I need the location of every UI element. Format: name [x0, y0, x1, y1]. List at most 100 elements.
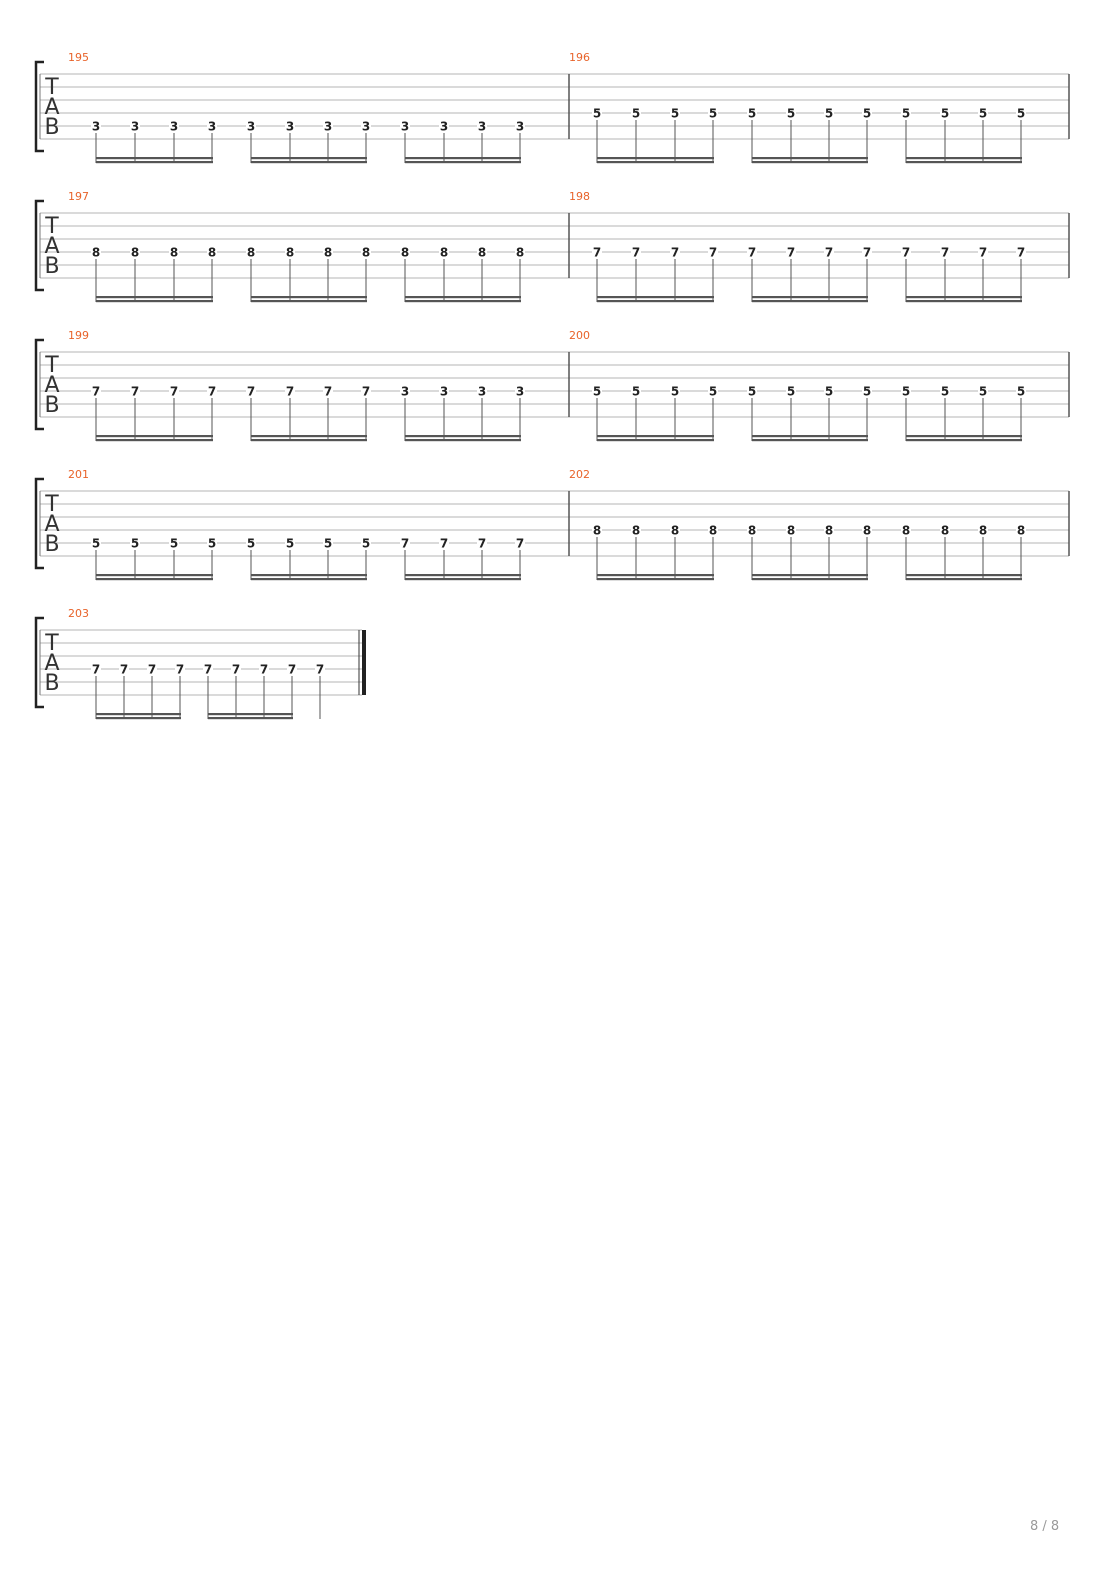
fret-number: 7 — [863, 246, 871, 260]
fret-backing — [361, 246, 371, 258]
fret-backing — [119, 663, 129, 675]
fret-backing — [631, 524, 641, 536]
tab-clef-letter: T — [44, 214, 59, 239]
fret-backing — [786, 524, 796, 536]
measure-number: 203 — [68, 607, 89, 620]
fret-number: 8 — [709, 524, 717, 538]
fret-backing — [940, 107, 950, 119]
fret-backing — [1016, 107, 1026, 119]
fret-backing — [978, 246, 988, 258]
fret-number: 7 — [1017, 246, 1025, 260]
fret-backing — [91, 120, 101, 132]
beam — [752, 161, 868, 164]
fret-number: 7 — [247, 385, 255, 399]
fret-number: 7 — [979, 246, 987, 260]
beam — [405, 574, 521, 577]
fret-number: 7 — [593, 246, 601, 260]
fret-number: 7 — [787, 246, 795, 260]
fret-backing — [439, 537, 449, 549]
fret-backing — [940, 524, 950, 536]
fret-number: 8 — [748, 524, 756, 538]
beam — [906, 157, 1022, 160]
fret-backing — [169, 385, 179, 397]
fret-number: 7 — [478, 537, 486, 551]
fret-number: 5 — [709, 107, 717, 121]
fret-number: 8 — [1017, 524, 1025, 538]
beam — [752, 578, 868, 581]
fret-number: 5 — [863, 107, 871, 121]
fret-number: 8 — [863, 524, 871, 538]
fret-backing — [592, 246, 602, 258]
beam — [752, 439, 868, 442]
fret-number: 8 — [825, 524, 833, 538]
beam — [251, 300, 367, 303]
fret-number: 7 — [176, 663, 184, 677]
fret-backing — [708, 107, 718, 119]
tab-clef-letter: T — [44, 353, 59, 378]
beam — [96, 578, 213, 581]
fret-backing — [631, 246, 641, 258]
fret-backing — [231, 663, 241, 675]
fret-number: 5 — [671, 385, 679, 399]
fret-number: 7 — [120, 663, 128, 677]
beam — [96, 300, 213, 303]
fret-backing — [207, 246, 217, 258]
fret-number: 7 — [92, 385, 100, 399]
fret-backing — [439, 385, 449, 397]
beam — [405, 439, 521, 442]
fret-number: 3 — [92, 120, 100, 134]
fret-backing — [285, 537, 295, 549]
beam — [906, 578, 1022, 581]
fret-number: 5 — [825, 385, 833, 399]
beam — [906, 574, 1022, 577]
fret-number: 8 — [362, 246, 370, 260]
beam — [405, 296, 521, 299]
fret-number: 7 — [362, 385, 370, 399]
fret-number: 5 — [92, 537, 100, 551]
beam — [96, 574, 213, 577]
measure-number: 195 — [68, 51, 89, 64]
fret-backing — [130, 246, 140, 258]
fret-backing — [747, 246, 757, 258]
beam — [251, 574, 367, 577]
beam — [906, 296, 1022, 299]
fret-backing — [515, 385, 525, 397]
fret-backing — [175, 663, 185, 675]
beam — [251, 435, 367, 438]
beam — [752, 157, 868, 160]
fret-backing — [361, 537, 371, 549]
fret-number: 7 — [286, 385, 294, 399]
tab-clef-letter: A — [44, 373, 59, 398]
beam — [597, 300, 714, 303]
beam — [405, 157, 521, 160]
fret-backing — [323, 120, 333, 132]
fret-number: 5 — [902, 385, 910, 399]
fret-backing — [91, 537, 101, 549]
fret-number: 5 — [632, 385, 640, 399]
fret-number: 7 — [208, 385, 216, 399]
tab-clef-letter: B — [44, 254, 59, 279]
beam — [906, 439, 1022, 442]
fret-number: 8 — [247, 246, 255, 260]
fret-number: 5 — [902, 107, 910, 121]
beam — [597, 161, 714, 164]
fret-backing — [315, 663, 325, 675]
fret-number: 5 — [131, 537, 139, 551]
fret-backing — [824, 246, 834, 258]
tab-clef-letter: A — [44, 234, 59, 259]
fret-number: 8 — [286, 246, 294, 260]
tab-clef-letter: B — [44, 115, 59, 140]
fret-backing — [400, 246, 410, 258]
fret-number: 5 — [286, 537, 294, 551]
fret-number: 5 — [979, 107, 987, 121]
fret-backing — [91, 246, 101, 258]
tab-clef-letter: B — [44, 393, 59, 418]
beam — [96, 161, 213, 164]
fret-backing — [130, 537, 140, 549]
beam — [597, 578, 714, 581]
fret-number: 8 — [170, 246, 178, 260]
fret-number: 8 — [632, 524, 640, 538]
